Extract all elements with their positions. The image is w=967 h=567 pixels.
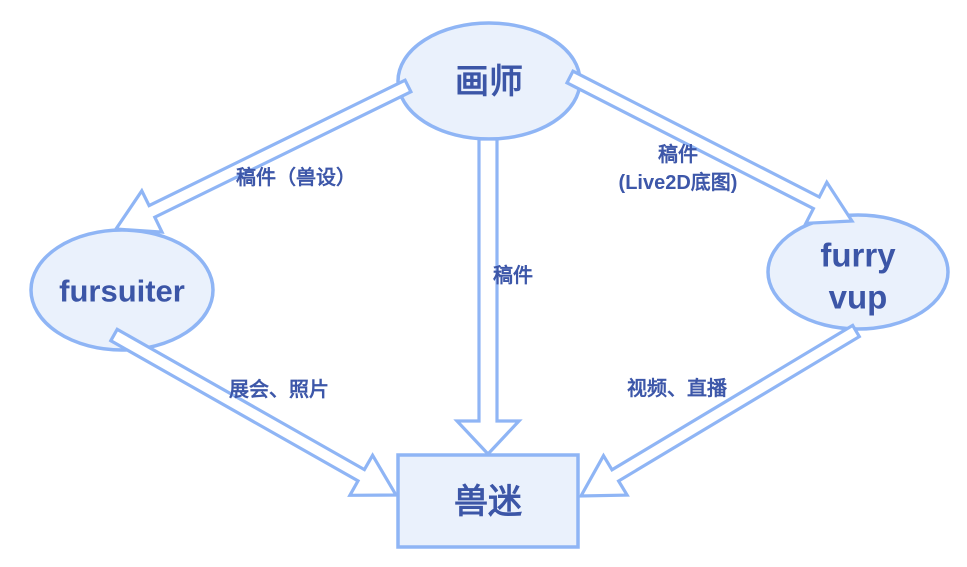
node-fursuiter-label: fursuiter — [59, 274, 185, 309]
nodes-layer — [29, 21, 950, 549]
edge-label-fursuiter-to-fans: 展会、照片 — [229, 377, 329, 401]
node-furry-vup-label-line2: vup — [829, 279, 888, 316]
arrow-furry-vup-to-fans — [578, 323, 862, 498]
node-furry-vup-label-line1: furry — [820, 237, 896, 274]
arrow-fursuiter-to-fans — [108, 327, 399, 497]
node-fans-label: 兽迷 — [454, 483, 523, 521]
node-labels-layer: 画师 fursuiter furry vup 兽迷 — [59, 63, 896, 521]
arrow-artist-to-furry-vup — [564, 69, 855, 226]
edge-label-artist-to-furry-vup-line2: (Live2D底图) — [619, 170, 738, 194]
edge-label-artist-to-fursuiter: 稿件（兽设） — [236, 165, 356, 189]
arrows-layer — [108, 69, 862, 498]
edge-label-artist-to-furry-vup-line1: 稿件 — [658, 142, 698, 166]
arrow-artist-to-fursuiter — [113, 78, 414, 234]
arrow-artist-to-fans — [453, 137, 523, 457]
edge-labels-layer: 稿件（兽设） 稿件 (Live2D底图) 稿件 展会、照片 视频、直播 — [229, 142, 737, 401]
node-artist-label: 画师 — [455, 63, 523, 101]
edge-label-furry-vup-to-fans: 视频、直播 — [627, 376, 728, 400]
node-furry-vup-shape — [766, 213, 950, 331]
edge-label-artist-to-fans: 稿件 — [493, 263, 533, 287]
